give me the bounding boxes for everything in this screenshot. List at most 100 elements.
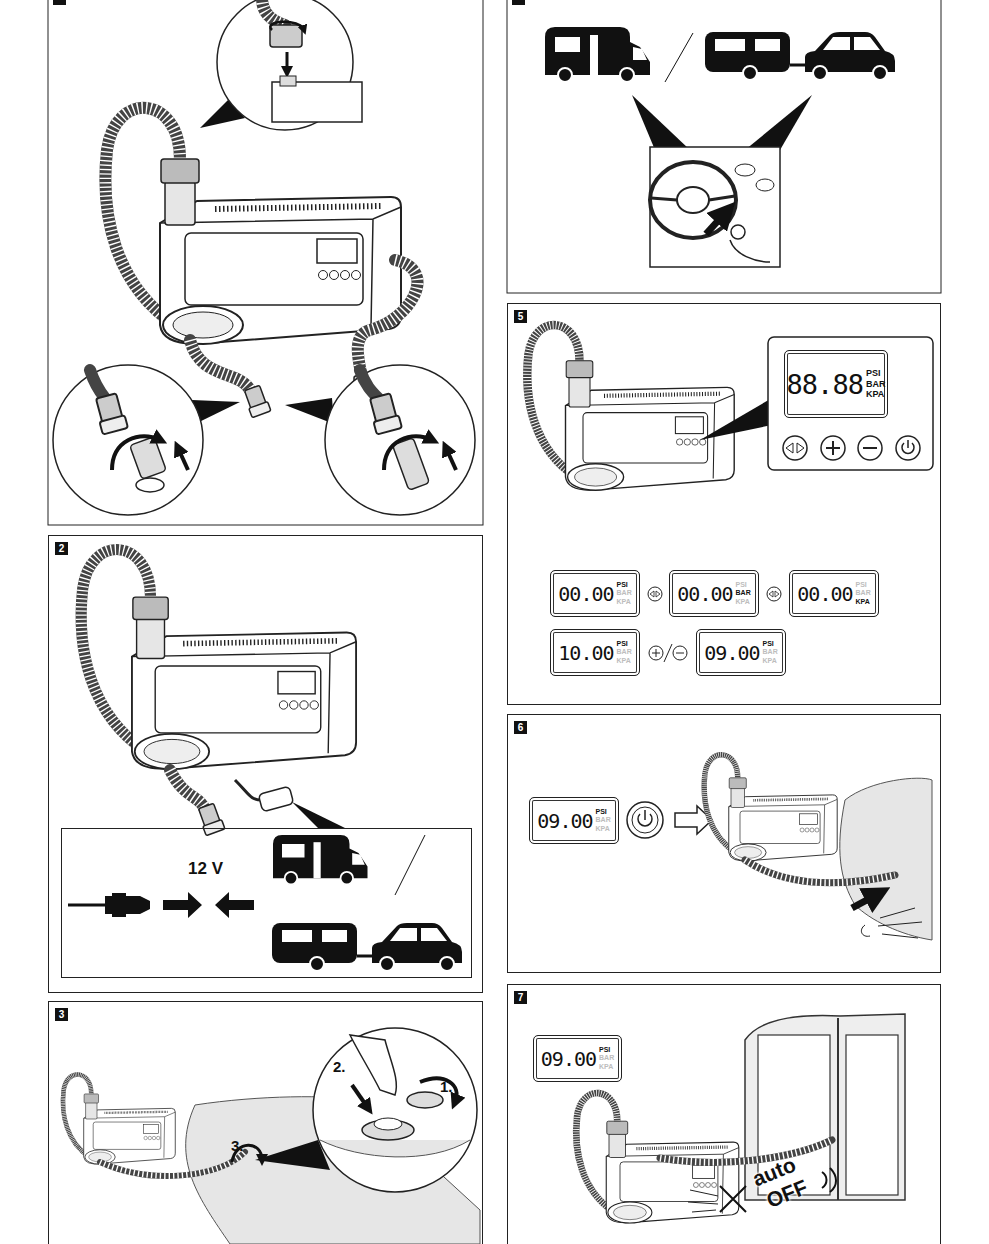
- panel-6-art: [704, 755, 837, 861]
- panel-5-art: [664, 644, 672, 662]
- unit-column: PSIBARKPA: [856, 581, 871, 605]
- panel-2-art: [272, 923, 462, 971]
- pressure-value: 00.00: [677, 582, 732, 606]
- pressure-unit: PSI: [617, 640, 632, 648]
- panel-5-art: [648, 587, 662, 601]
- panel-1-art: [446, 448, 456, 470]
- panel-5-art: [527, 325, 734, 490]
- panel-2-art: [68, 904, 105, 907]
- voltage-label: 12 V: [188, 859, 223, 879]
- panel-6-art: [632, 807, 658, 833]
- panel-2-art: [68, 550, 462, 971]
- panel-4-art: [545, 27, 650, 82]
- panel-5-art: [652, 649, 660, 657]
- panel-5-art: [650, 591, 654, 597]
- step-marker: 1.: [440, 1078, 453, 1095]
- unit-column: PSIBARKPA: [617, 640, 632, 664]
- panel-4-art: [731, 225, 745, 239]
- panel-2-art: [235, 780, 262, 800]
- panel-1-art: [367, 393, 402, 435]
- panel-1-art: [93, 393, 128, 435]
- pressure-unit: KPA: [856, 598, 871, 606]
- panel-4-art: [677, 187, 709, 213]
- panel-5-art: [527, 325, 933, 662]
- pressure-unit: BAR: [617, 589, 632, 597]
- panel-5-art: [902, 440, 914, 453]
- panel-1-art: [53, 0, 66, 5]
- panel-7-art: [822, 1168, 836, 1192]
- pressure-unit: KPA: [599, 1063, 614, 1071]
- panel-6-art: [861, 908, 922, 938]
- unit-column: PSIBARKPA: [763, 640, 778, 664]
- panel-3-art: [374, 1118, 402, 1130]
- pressure-unit: PSI: [763, 640, 778, 648]
- panel-1-art: [286, 52, 289, 72]
- panel-2-art: [395, 835, 425, 895]
- panel-5-art: [786, 443, 793, 453]
- panel-5-art: [797, 443, 804, 453]
- panel-2-art: [163, 892, 202, 918]
- panel-4-art: [665, 33, 693, 82]
- panel-3-art: [100, 1152, 245, 1176]
- panel-7-art: [846, 1035, 898, 1195]
- panel-2-art: [197, 803, 225, 836]
- pressure-unit: PSI: [736, 581, 751, 589]
- panel-4-art: [730, 240, 770, 262]
- panel-6-art: [638, 810, 652, 826]
- panel-7-art: [660, 1140, 832, 1162]
- panel-7-art: [660, 1140, 832, 1162]
- panel-5-art: [821, 436, 845, 460]
- panel-6-art: [745, 860, 895, 883]
- panel-4-art: [756, 179, 774, 191]
- step-panel: 212 V: [48, 535, 483, 993]
- panel-7-art: [720, 1186, 746, 1212]
- panel-5-art: [858, 436, 882, 460]
- panel-1-art: [360, 370, 378, 398]
- panel-4-art: [709, 196, 735, 200]
- panel-4-art: [512, 0, 525, 5]
- lcd-display: 00.00PSIBARKPA: [669, 570, 759, 617]
- pressure-unit: KPA: [596, 825, 611, 833]
- pressure-unit: KPA: [763, 657, 778, 665]
- lcd-display: 00.00PSIBARKPA: [550, 570, 640, 617]
- panel-3-art: [313, 1028, 477, 1192]
- pressure-unit: BAR: [596, 816, 611, 824]
- unit-column: PSIBARKPA: [866, 368, 886, 399]
- panel-1-art: [130, 437, 167, 480]
- panel-5-art: [767, 587, 781, 601]
- step-number: 5: [514, 310, 527, 323]
- panel-4-art: [745, 95, 812, 150]
- step-marker: 3.: [231, 1137, 244, 1154]
- panel-2-art: [170, 770, 205, 810]
- pressure-value: 09.00: [541, 1047, 596, 1071]
- panel-5-art: [783, 436, 807, 460]
- lcd-display: 09.00PSIBARKPA: [533, 1035, 622, 1082]
- panel-2-art: [258, 786, 294, 812]
- panel-1-art: [48, 0, 483, 525]
- panel-1-art: [285, 398, 334, 424]
- panel-2-art: [292, 802, 345, 828]
- panel-1-art: [178, 448, 188, 470]
- panel-3-art: [63, 1028, 480, 1244]
- panel-1-art: [392, 438, 429, 491]
- panel-3-art: [63, 1074, 175, 1164]
- pressure-unit: PSI: [617, 581, 632, 589]
- pressure-value: 00.00: [558, 582, 613, 606]
- pressure-value: 10.00: [558, 641, 613, 665]
- panel-1-art: [358, 260, 418, 378]
- panel-1-art: [270, 22, 304, 30]
- panel-1-art: [53, 365, 203, 515]
- panel-1-art: [112, 436, 160, 470]
- pressure-unit: KPA: [617, 657, 632, 665]
- panel-4-art: [735, 164, 755, 176]
- pressure-unit: PSI: [599, 1046, 614, 1054]
- step-number: 6: [514, 721, 527, 734]
- panel-3-art: [420, 1079, 457, 1102]
- pressure-value: 00.00: [797, 582, 852, 606]
- pressure-unit: PSI: [596, 808, 611, 816]
- step-panel: 588.88PSIBARKPA00.00PSIBARKPA00.00PSIBAR…: [507, 303, 941, 705]
- panel-4-art: [651, 198, 677, 200]
- pressure-value: 09.00: [537, 809, 592, 833]
- panel-3-art: [350, 1035, 396, 1095]
